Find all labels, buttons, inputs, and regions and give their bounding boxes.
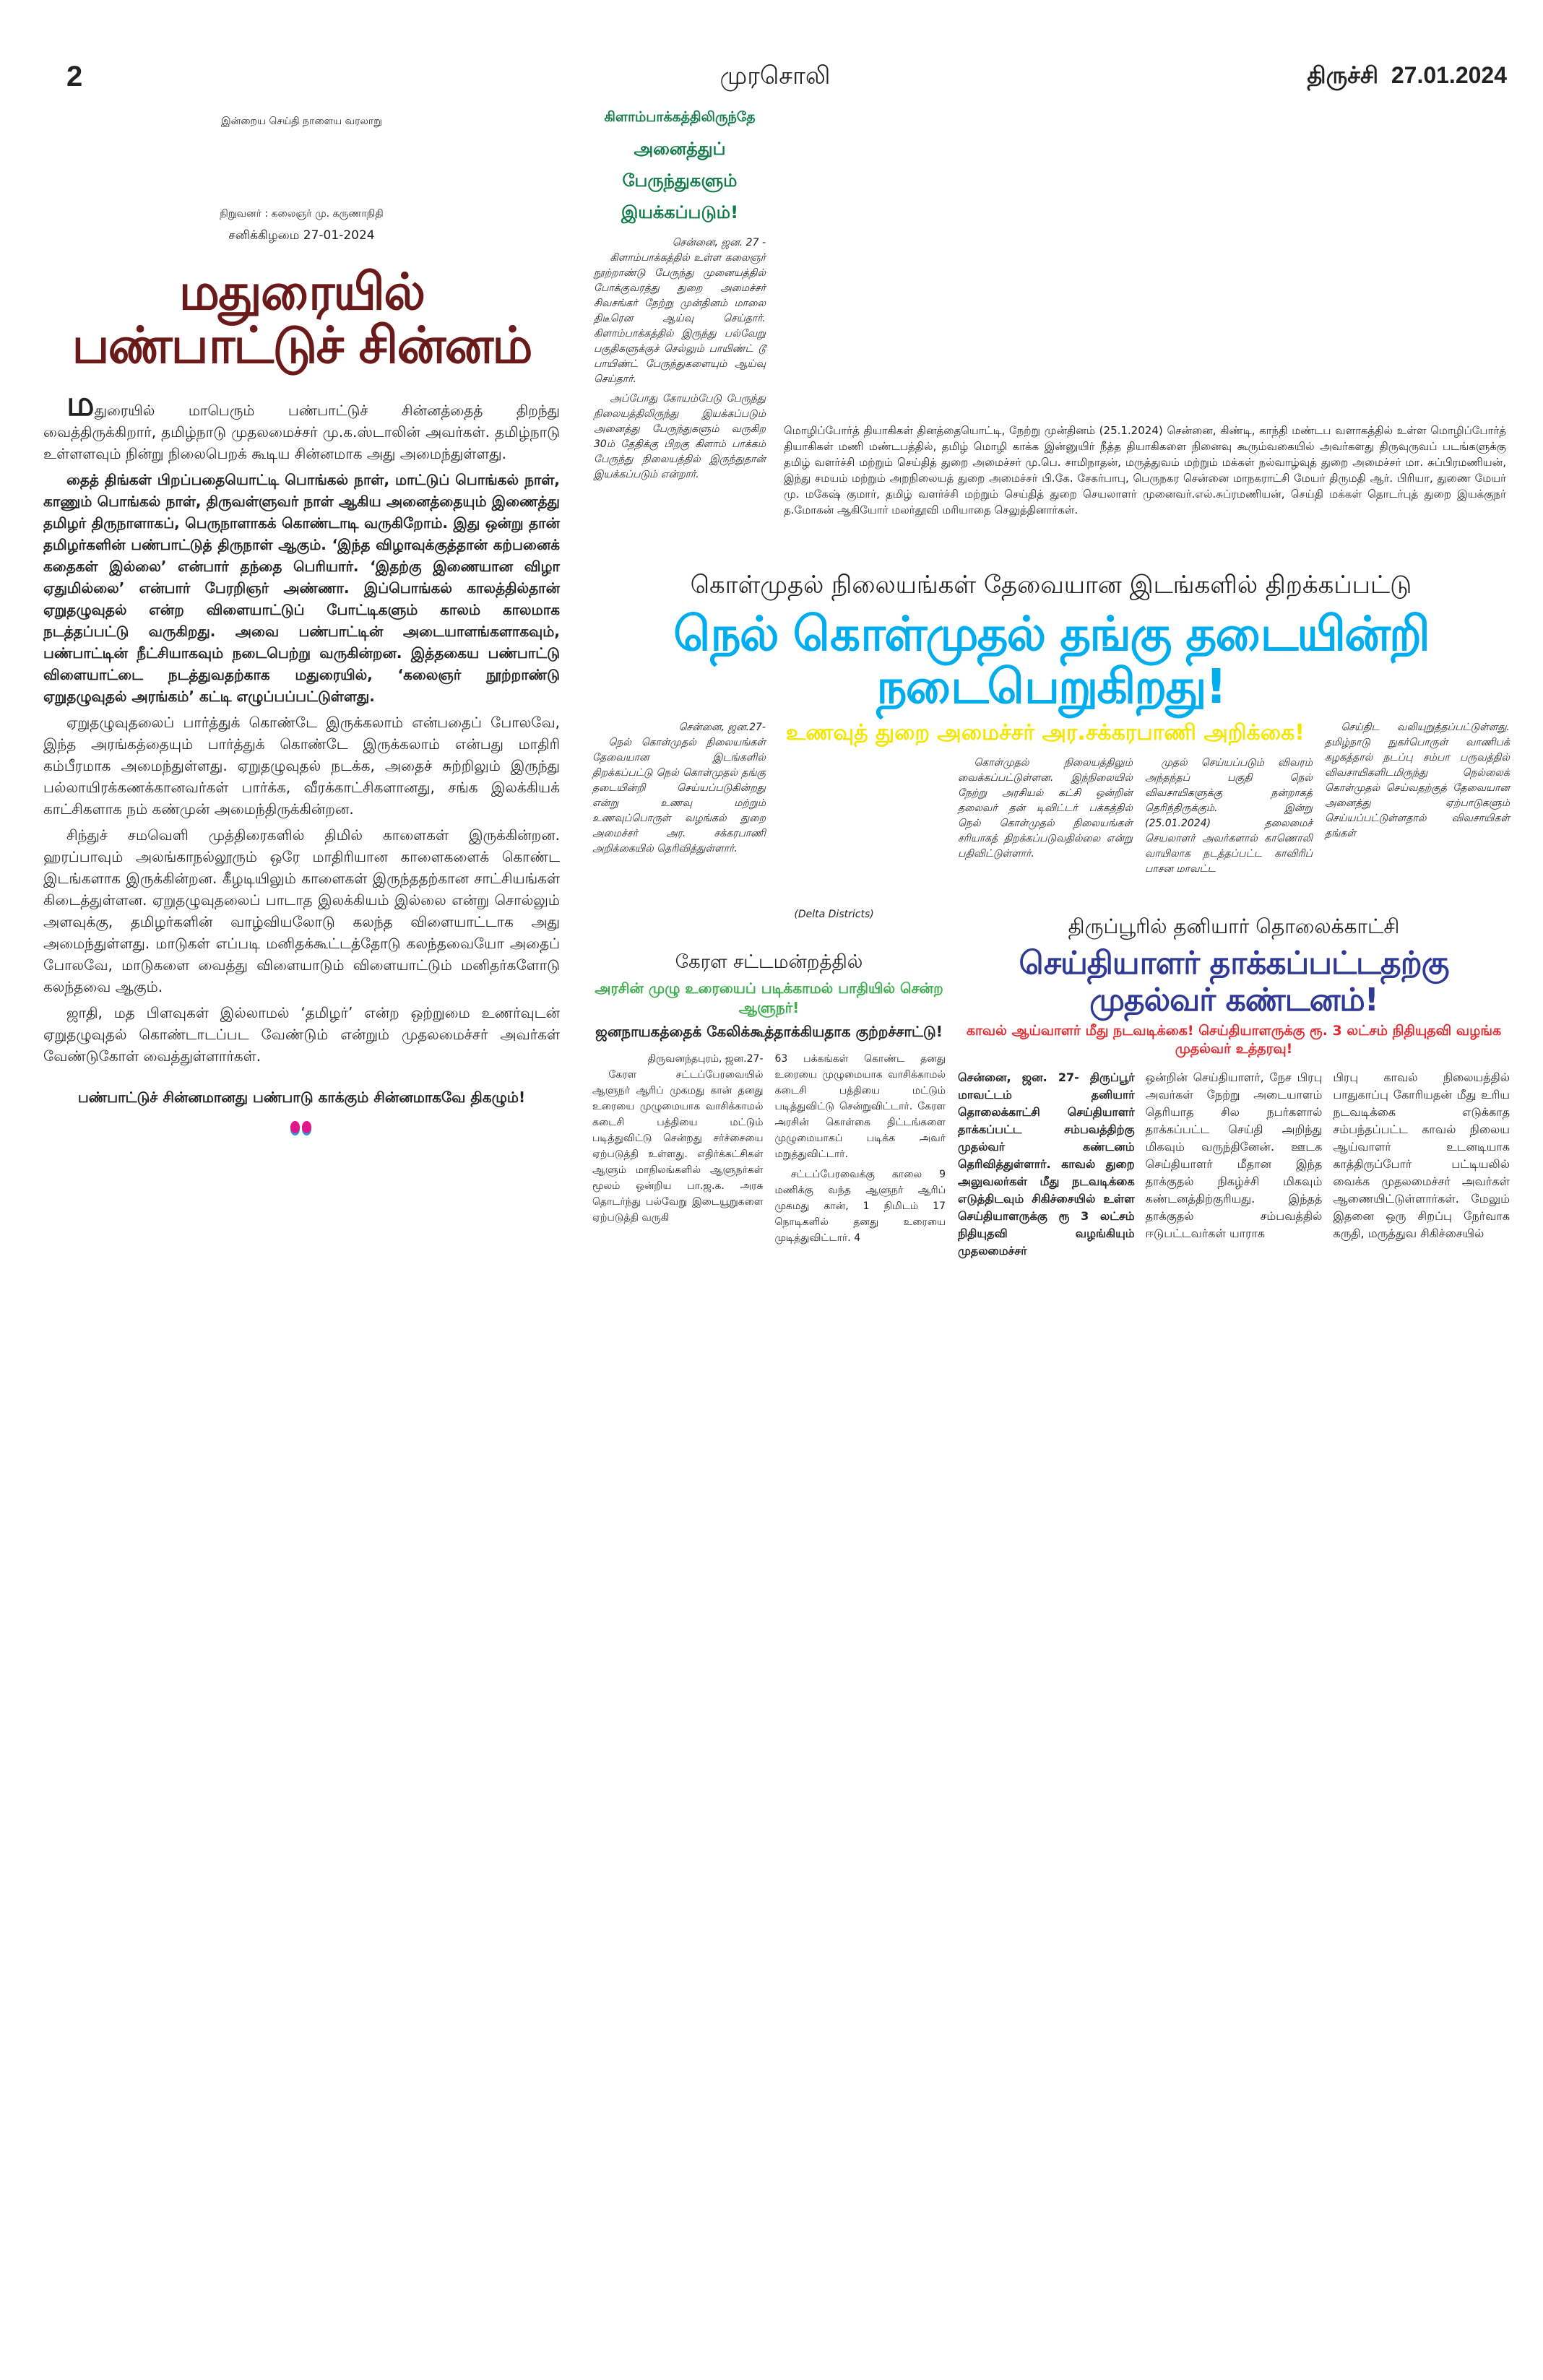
story-paragraph: நெல் கொள்முதல் நிலையங்கள் தேவையான இடங்கள… [592,737,766,855]
editorial-paragraph: சிந்துச் சமவெளி முத்திரைகளில் திமில் காள… [43,826,560,995]
founder-line: நிறுவனர் : கலைஞர் மு. கருணாநிதி [220,208,384,220]
kerala-subhead: ஜனநாயகத்தைக் கேலிக்கூத்தாக்கியதாக குற்றச… [595,1022,943,1040]
page-header: 2 முரசொலி திருச்சி 27.01.2024 [43,61,1507,93]
photo-block: மொழிப்போர்த் தியாகிகள் தினத்தையொட்டி, நே… [784,94,1506,518]
edition-date: திருச்சி 27.01.2024 [1307,62,1507,92]
date: 27.01.2024 [1391,62,1507,88]
story-paragraph: அப்போது கோயம்பேடு பேருந்து நிலையத்திலிரு… [594,393,766,480]
tiruppur-columns: சென்னை, ஜன. 27- திருப்பூர் மாவட்டம் தனிய… [958,1069,1510,1260]
editorial-paragraph: ஜாதி, மத பிளவுகள் இல்லாமல் ‘தமிழர்’ என்ற… [43,1004,560,1065]
story-paragraph: முதல் செய்யப்படும் விவரம் அந்தந்தப் பகுத… [1145,757,1313,875]
tiruppur-column: சென்னை, ஜன. 27- திருப்பூர் மாவட்டம் தனிய… [958,1070,1135,1258]
paddy-headline: நெல் கொள்முதல் தங்கு தடையின்றி நடைபெறுகி… [673,606,1430,714]
headline-line: கிளாம்பாக்கத்திலிருந்தே [604,109,756,125]
story-paragraph: செய்திட வலியுறுத்தப்பட்டுள்ளது. தமிழ்நாட… [1325,722,1510,840]
tagline: இன்றைய செய்தி நாளைய வரலாறு [221,116,382,127]
editorial-body: மதுரையில் மாபெரும் பண்பாட்டுச் சின்னத்தை… [43,386,560,1067]
story-paragraph: கொள்முதல் நிலையத்திலும் வைக்கப்பட்டுள்ளன… [958,757,1133,860]
page-number: 2 [66,61,83,92]
kerala-story: கேரள சட்டமன்றத்தில் அரசின் முழு உரையைப் … [592,944,946,1250]
headline-line: இயக்கப்படும்! [621,202,739,222]
dropcap: ம [66,384,95,424]
edition: திருச்சி [1307,62,1379,88]
story-paragraph: சட்டப்பேரவைக்கு காலை 9 மணிக்கு வந்த ஆளுந… [774,1168,946,1244]
tiruppur-column: பிரபு காவல் நிலையத்தில் பாதுகாப்பு கோரிய… [1333,1070,1510,1241]
tiruppur-kicker: திருப்பூரில் தனியார் தொலைக்காட்சி [1068,914,1400,939]
paddy-column: செய்திட வலியுறுத்தப்பட்டுள்ளது. தமிழ்நாட… [1325,720,1510,846]
bus-story-body: சென்னை, ஜன. 27 - கிளாம்பாக்கத்தில் உள்ள … [594,235,766,483]
dateline: சென்னை, ஜன.27- [678,722,766,734]
editorial-paragraph: துரையில் மாபெரும் பண்பாட்டுச் சின்னத்தைத… [43,402,560,462]
story-paragraph: 63 பக்கங்கள் கொண்ட தனது உரையை முழுமையாக … [774,1052,946,1160]
tiruppur-column: ஒன்றின் செய்தியாளர், நேச பிரபு அவர்கள் ந… [1145,1070,1323,1241]
headline-line: அனைத்துப் [634,139,726,159]
story-paragraph: கிளாம்பாக்கத்தில் உள்ள கலைஞர் நூற்றாண்டு… [594,252,766,385]
paper-name: முரசொலி [719,61,831,90]
dateline: சென்னை, ஜன. 27 - [672,237,766,248]
empty-space [778,756,946,900]
photo-caption: மொழிப்போர்த் தியாகிகள் தினத்தையொட்டி, நே… [784,424,1506,516]
bus-story-headline: கிளாம்பாக்கத்திலிருந்தே அனைத்துப் பேருந்… [594,101,766,228]
editorial-closing: பண்பாட்டுச் சின்னமானது பண்பாடு காக்கும் … [77,1089,526,1106]
end-mark-icon [43,1121,560,1136]
paddy-column: (Delta Districts) [778,907,946,927]
kerala-headline: அரசின் முழு உரையைப் படிக்காமல் பாதியில் … [595,979,943,1016]
news-grid: உணவுத் துறை அமைச்சர் அர.சக்கரபாணி அறிக்க… [592,720,1510,1260]
paddy-column: கொள்முதல் நிலையத்திலும் வைக்கப்பட்டுள்ளன… [958,756,1133,866]
paddy-column: முதல் செய்யப்படும் விவரம் அந்தந்தப் பகுத… [1145,756,1313,881]
paddy-kicker: கொள்முதல் நிலையங்கள் தேவையான இடங்களில் த… [690,571,1412,600]
kerala-kicker: கேரள சட்டமன்றத்தில் [675,951,863,973]
story-paragraph: (Delta Districts) [794,909,874,921]
news-section: கொள்முதல் நிலையங்கள் தேவையான இடங்களில் த… [592,571,1510,1260]
paddy-subhead: உணவுத் துறை அமைச்சர் அர.சக்கரபாணி அறிக்க… [786,720,1305,746]
tiruppur-headline: செய்தியாளர் தாக்கப்பட்டதற்கு முதல்வர் கண… [1019,945,1449,1018]
editorial-paragraph: ஏறுதழுவுதலைப் பார்த்துக் கொண்டே இருக்கலா… [43,714,560,818]
editorial-title: மதுரையில் பண்பாட்டுச் சின்னம் [72,262,532,375]
dateline: திருவனந்தபுரம், ஜன.27- [647,1052,764,1065]
bus-story: கிளாம்பாக்கத்திலிருந்தே அனைத்துப் பேருந்… [594,101,766,487]
tiruppur-subhead: காவல் ஆய்வாளர் மீது நடவடிக்கை! செய்தியாள… [966,1023,1502,1057]
kerala-columns: திருவனந்தபுரம், ஜன.27- கேரள சட்டப்பேரவைய… [592,1051,946,1250]
paddy-column: சென்னை, ஜன.27- நெல் கொள்முதல் நிலையங்கள்… [592,720,766,861]
kerala-column: 63 பக்கங்கள் கொண்ட தனது உரையை முழுமையாக … [775,1051,946,1250]
editorial-paragraph: தைத் திங்கள் பிறப்பதையொட்டி பொங்கல் நாள்… [43,471,560,705]
tiruppur-story: திருப்பூரில் தனியார் தொலைக்காட்சி செய்தி… [958,907,1510,1260]
editorial-column: இன்றைய செய்தி நாளைய வரலாறு நிறுவனர் : கல… [43,116,560,1136]
day-date: சனிக்கிழமை 27-01-2024 [228,228,375,243]
story-paragraph: கேரள சட்டப்பேரவையில் ஆளுநர் ஆரிப் முகமது… [592,1068,764,1224]
headline-line: பேருந்துகளும் [622,170,738,191]
news-photo [784,94,1506,419]
kerala-column: திருவனந்தபுரம், ஜன.27- கேரள சட்டப்பேரவைய… [592,1051,764,1250]
